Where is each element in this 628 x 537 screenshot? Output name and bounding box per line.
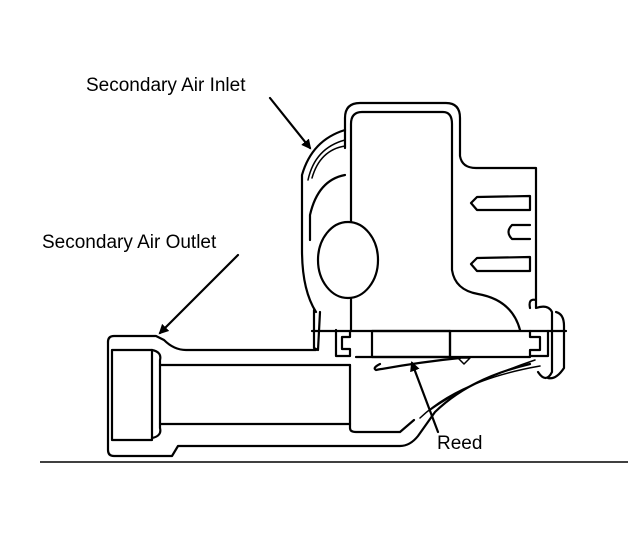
bolt-upper [469, 194, 532, 212]
outlet-fitting [110, 348, 154, 442]
valve-body-lower [106, 308, 568, 458]
valve-housing-upper [300, 101, 566, 380]
inlet-port-circle [316, 220, 380, 300]
label-reed: Reed [437, 433, 482, 454]
reed-leader-arrow [410, 361, 440, 434]
outlet-leader-arrow [158, 253, 240, 335]
reed-element [373, 356, 462, 372]
bolt-lower [469, 255, 532, 273]
label-secondary-air-outlet: Secondary Air Outlet [42, 232, 217, 253]
label-secondary-air-inlet: Secondary Air Inlet [86, 75, 246, 96]
inlet-leader-arrow [268, 96, 312, 150]
